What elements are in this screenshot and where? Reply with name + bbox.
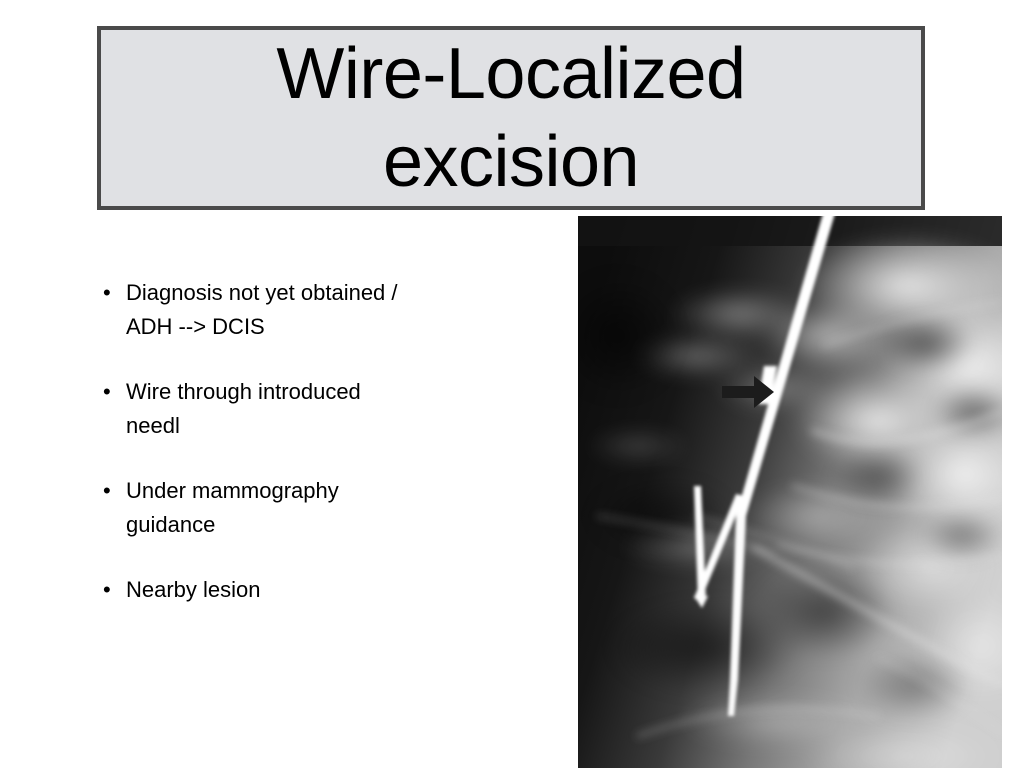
list-item: • Nearby lesion: [98, 573, 538, 607]
bullet-marker-icon: •: [103, 379, 111, 404]
bullet-marker-icon: •: [103, 577, 111, 602]
list-item: • Diagnosis not yet obtained / ADH --> D…: [98, 276, 538, 344]
mammogram-image: [578, 216, 1002, 768]
annotation-arrow-icon: [722, 376, 774, 408]
bullet-marker-icon: •: [103, 280, 111, 305]
list-item: • Wire through introduced needl: [98, 375, 538, 443]
list-item: • Under mammography guidance: [98, 474, 538, 542]
page-title-line-2: excision: [382, 122, 640, 202]
title-box: Wire-Localized excision: [97, 26, 925, 210]
bullet-text: Diagnosis not yet obtained / ADH --> DCI…: [126, 280, 398, 339]
mammogram-graphic: [578, 216, 1002, 768]
bullet-text: Nearby lesion: [126, 577, 261, 602]
page-title-line-1: Wire-Localized: [276, 34, 746, 114]
bullet-marker-icon: •: [103, 478, 111, 503]
bullet-text: Wire through introduced needl: [126, 379, 361, 438]
bullet-list: • Diagnosis not yet obtained / ADH --> D…: [98, 276, 538, 607]
bullet-text: Under mammography guidance: [126, 478, 339, 537]
